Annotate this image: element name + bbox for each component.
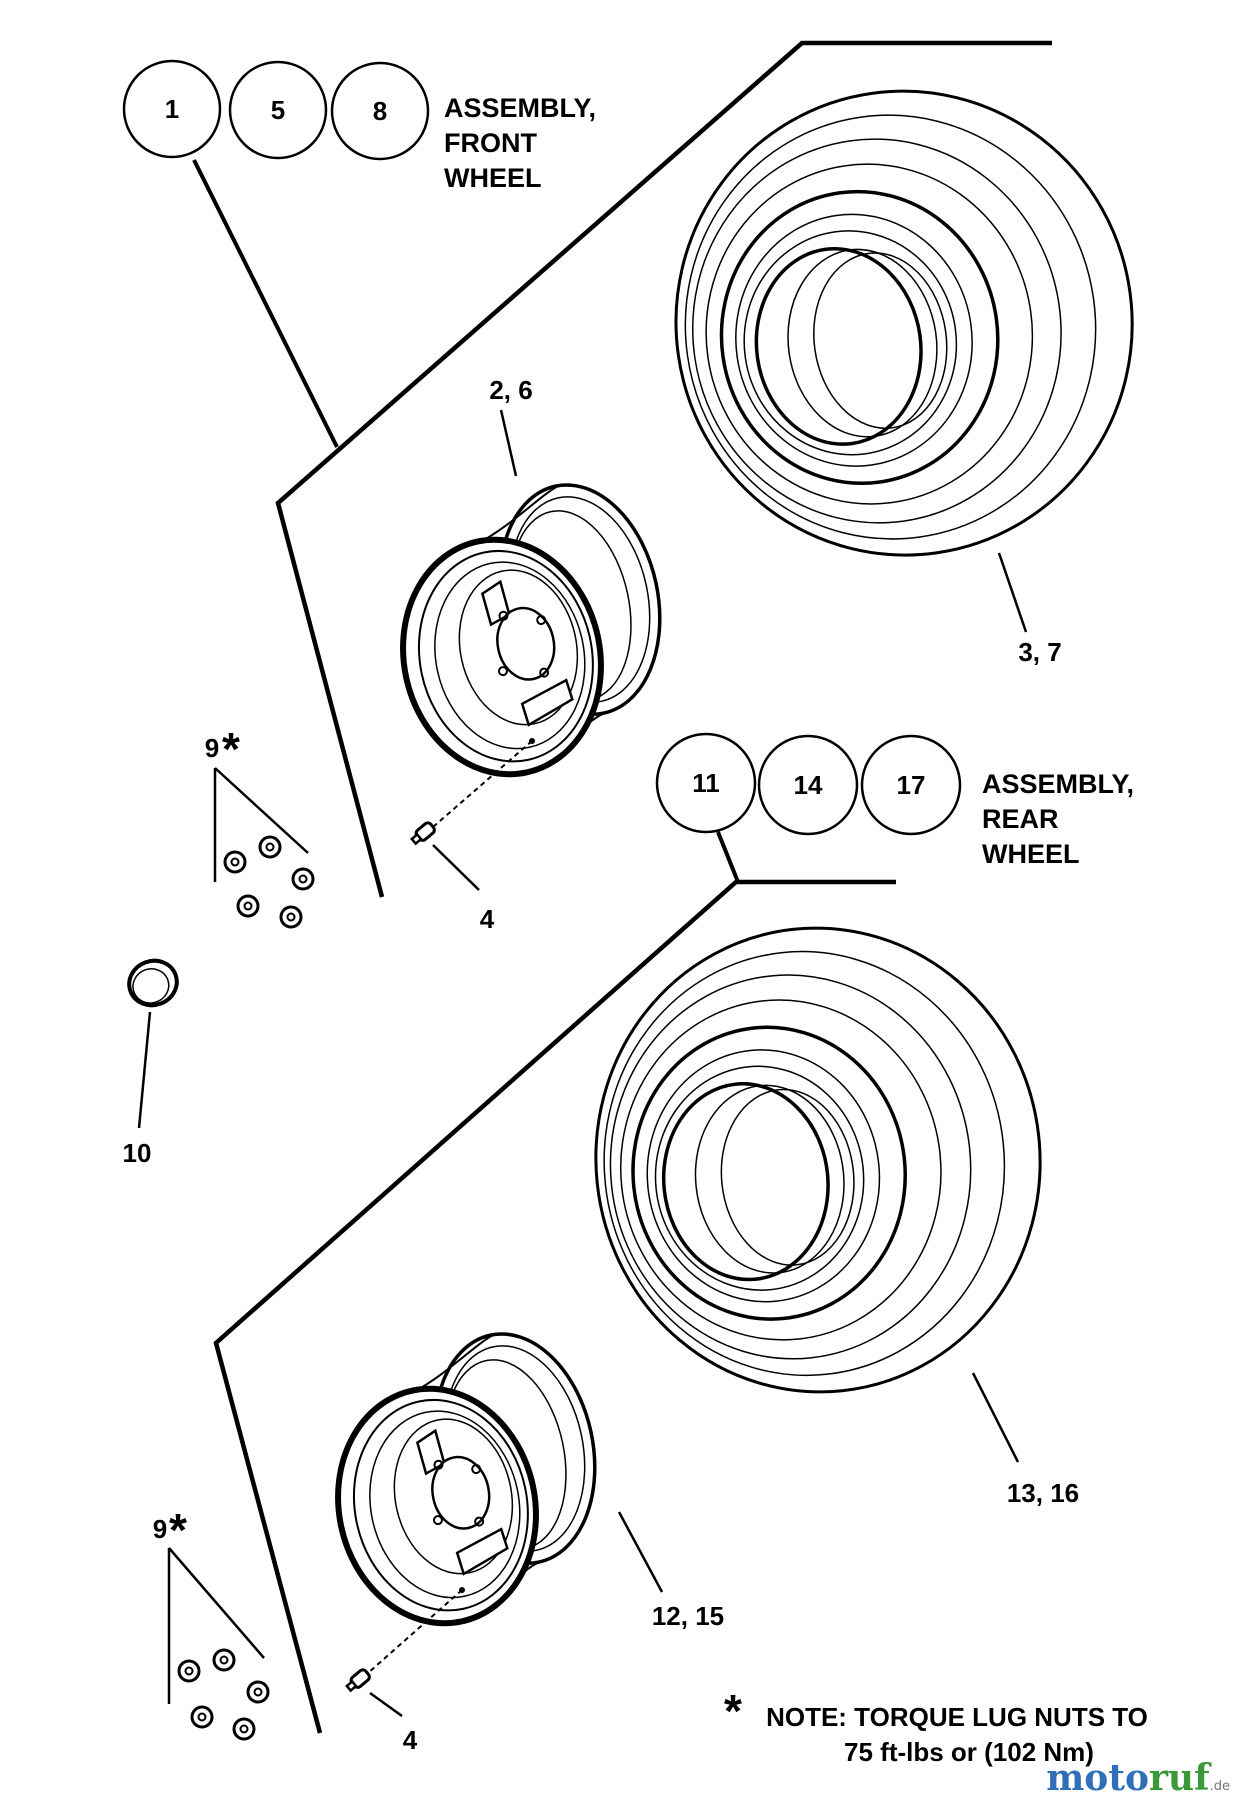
front-lug-nut-group: 9 * (205, 723, 315, 929)
lug-nut-icon[interactable] (232, 1717, 256, 1741)
note-line-1: NOTE: TORQUE LUG NUTS TO (766, 1702, 1148, 1732)
rear-assembly-callouts: 11 14 17 (655, 732, 962, 836)
assembly-title-line: ASSEMBLY, (982, 769, 1134, 799)
rear-valve-leader (369, 1691, 403, 1718)
asterisk-icon: * (724, 1685, 742, 1737)
front-callout-leader (192, 159, 339, 448)
lug-nut-icon[interactable] (212, 1648, 236, 1672)
part-label-front-rim: 2, 6 (489, 375, 532, 405)
front-assembly-callouts: 1 5 8 (122, 59, 430, 161)
note-line-2: 75 ft-lbs or (102 Nm) (844, 1737, 1094, 1767)
lug-nut-icon[interactable] (177, 1659, 201, 1683)
watermark-part-2: ruf (1149, 1757, 1212, 1799)
front-tire-leader (997, 552, 1028, 633)
lug-nut-icon[interactable] (236, 894, 260, 918)
rear-assembly-title: ASSEMBLY, REAR WHEEL (982, 769, 1134, 869)
front-valve-leader (432, 844, 480, 891)
part-label-front-valve: 4 (480, 904, 495, 934)
rear-valve-dash (367, 1589, 463, 1674)
torque-note: * NOTE: TORQUE LUG NUTS TO 75 ft-lbs or … (724, 1685, 1148, 1767)
callout-circle-17[interactable] (860, 734, 962, 836)
callout-number: 14 (794, 770, 823, 800)
rear-rim-leader (617, 1511, 664, 1593)
front-rim[interactable] (374, 470, 689, 793)
part-label-front-lug-nuts: 9 (205, 733, 219, 763)
assembly-title-line: REAR (982, 804, 1059, 834)
rear-callout-leader (716, 831, 740, 883)
front-rim-leader (499, 409, 518, 477)
lug-nut-icon[interactable] (246, 1680, 270, 1704)
asterisk-icon: * (222, 723, 240, 775)
front-valve-stem[interactable] (410, 821, 436, 846)
assembly-title-line: FRONT (444, 128, 537, 158)
callout-circle-1[interactable] (122, 59, 222, 159)
callout-circle-8[interactable] (330, 61, 430, 161)
part-label-rear-tire: 13, 16 (1007, 1478, 1079, 1508)
lug-nut-icon[interactable] (258, 835, 282, 859)
rear-tire-leader (971, 1372, 1020, 1463)
hub-cap-leader (137, 1011, 152, 1129)
rear-tire[interactable] (573, 906, 1063, 1414)
callout-number: 11 (692, 768, 720, 798)
lug-nut-icon[interactable] (279, 905, 303, 929)
hub-cap[interactable] (123, 954, 183, 1012)
assembly-title-line: WHEEL (444, 163, 542, 193)
callout-circle-5[interactable] (228, 60, 328, 160)
part-label-rear-lug-nuts: 9 (153, 1514, 167, 1544)
front-assembly-title: ASSEMBLY, FRONT WHEEL (444, 93, 596, 193)
callout-number: 17 (897, 770, 926, 800)
callout-circle-11[interactable] (655, 732, 757, 834)
lug-nut-icon[interactable] (291, 867, 315, 891)
rear-lug-nut-group: 9 * (153, 1504, 270, 1741)
assembly-title-line: ASSEMBLY, (444, 93, 596, 123)
part-label-hub-cap: 10 (123, 1138, 152, 1168)
lug-nut-icon[interactable] (223, 850, 247, 874)
asterisk-icon: * (169, 1504, 187, 1556)
callout-number: 1 (165, 94, 179, 124)
front-assembly-bracket (275, 40, 1052, 898)
callout-number: 8 (373, 96, 387, 126)
front-valve-dash (432, 740, 533, 828)
watermark-part-1: moto (1046, 1757, 1149, 1799)
callout-circle-14[interactable] (757, 734, 859, 836)
rear-valve-stem[interactable] (345, 1668, 371, 1693)
lug-nut-icon[interactable] (190, 1705, 214, 1729)
part-label-rear-valve: 4 (403, 1725, 418, 1755)
front-tire[interactable] (646, 62, 1162, 585)
part-label-front-tire: 3, 7 (1018, 637, 1061, 667)
watermark-suffix: .de (1210, 1779, 1230, 1794)
part-label-rear-rim: 12, 15 (652, 1601, 724, 1631)
watermark-text: motoruf.de (1046, 1757, 1230, 1799)
watermark-logo: motoruf.de (1046, 1757, 1230, 1799)
rear-assembly-bracket (213, 879, 896, 1734)
rear-rim[interactable] (309, 1319, 624, 1642)
assembly-title-line: WHEEL (982, 839, 1080, 869)
callout-number: 5 (271, 95, 285, 125)
